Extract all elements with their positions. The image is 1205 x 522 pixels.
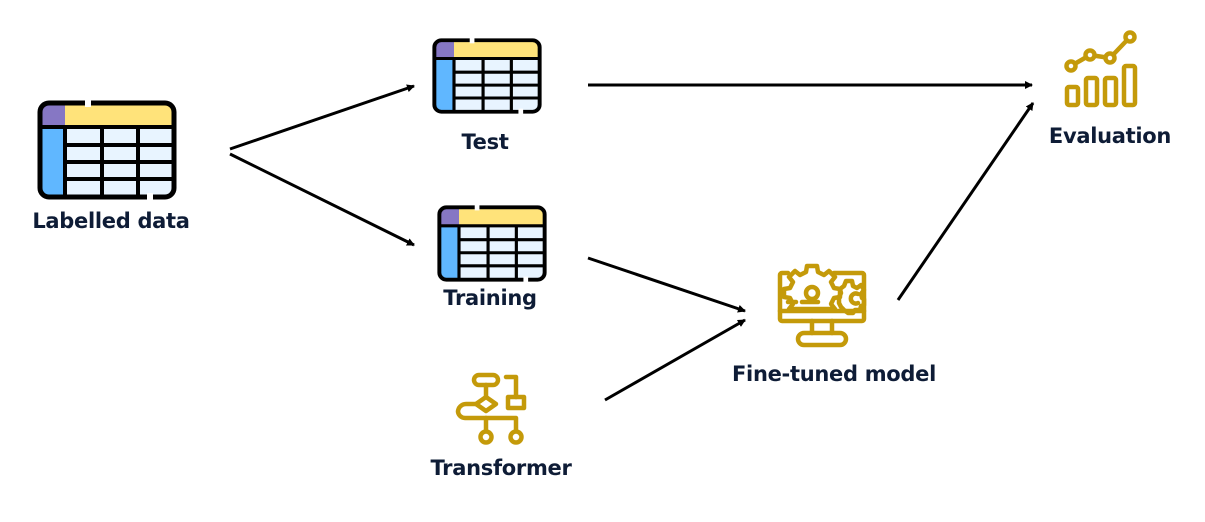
node-label-evaluation: Evaluation — [1048, 124, 1172, 148]
arrow-labelled-to-training — [229, 152, 415, 247]
arrow-labelled-to-test — [229, 84, 415, 151]
monitor-gears-icon — [777, 263, 867, 348]
node-label-training: Training — [443, 286, 537, 310]
node-label-test: Test — [461, 130, 509, 154]
node-label-fine-tuned-model: Fine-tuned model — [732, 362, 936, 386]
table-icon — [432, 38, 542, 114]
arrow-model-to-evaluation — [896, 102, 1035, 301]
flowchart-icon — [455, 372, 527, 445]
chart-growth-icon — [1064, 30, 1138, 108]
table-icon — [37, 100, 177, 200]
table-icon — [437, 205, 547, 282]
node-label-labelled-data: Labelled data — [32, 209, 190, 233]
arrow-transformer-to-model — [604, 318, 746, 402]
node-label-transformer: Transformer — [430, 456, 572, 480]
arrow-training-to-model — [587, 256, 746, 313]
